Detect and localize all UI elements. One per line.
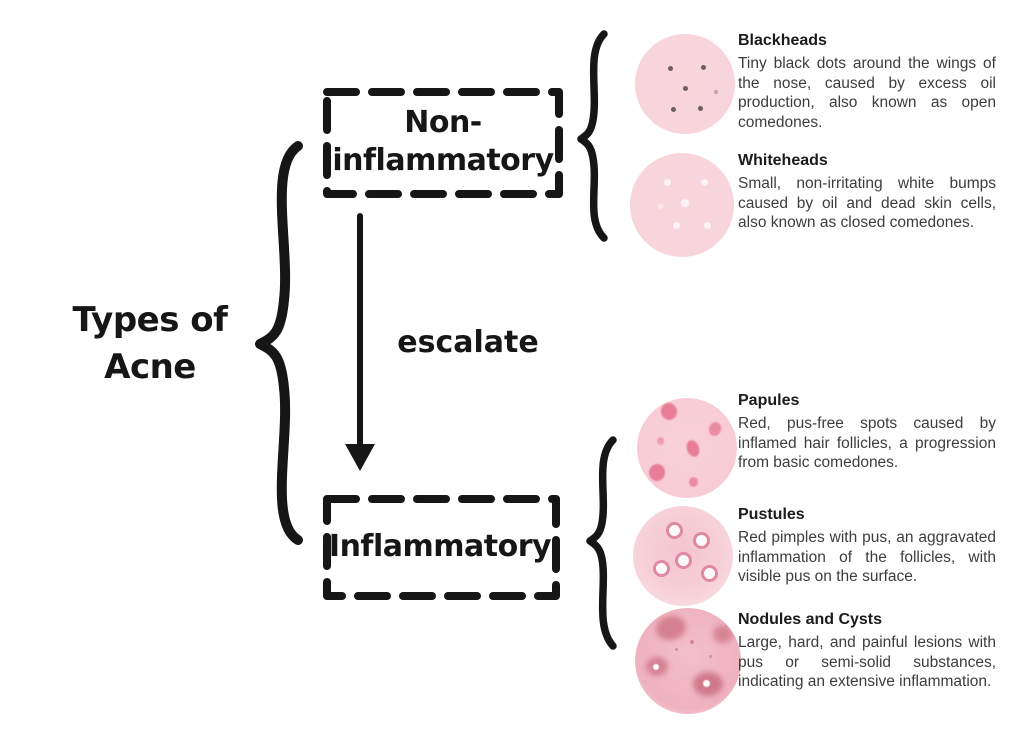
nodules-cysts-illustration-icon — [635, 608, 741, 714]
item-title: Papules — [738, 392, 800, 409]
item-description: Tiny black dots around the wings of the … — [738, 55, 996, 131]
lower-right-curly-brace-icon — [586, 436, 617, 650]
item-title: Whiteheads — [738, 152, 828, 169]
escalate-arrow-head-icon — [345, 444, 375, 471]
whiteheads-illustration-icon — [630, 153, 734, 257]
upper-right-curly-brace-icon — [577, 30, 608, 242]
item-title: Pustules — [738, 506, 805, 523]
item-title: Blackheads — [738, 32, 827, 49]
item-description: Red, pus-free spots caused by inflamed h… — [738, 415, 996, 471]
non-inflammatory-label: Non- inflammatory — [323, 104, 563, 180]
inflammatory-label: Inflammatory — [328, 529, 552, 564]
item-title: Nodules and Cysts — [738, 611, 883, 628]
papules-illustration-icon — [637, 398, 737, 498]
item-description: Small, non-irritating white bumps caused… — [738, 175, 996, 231]
escalate-label: escalate — [397, 325, 539, 360]
blackheads-illustration-icon — [635, 34, 735, 134]
page-title: Types of Acne — [52, 297, 248, 391]
item-description: Large, hard, and painful lesions with pu… — [738, 634, 996, 690]
item-description: Red pimples with pus, an aggravated infl… — [738, 529, 996, 585]
non-inflammatory-label-line1: Non- — [404, 105, 482, 140]
pustules-illustration-icon — [633, 506, 733, 606]
page-title-line1: Types of — [72, 300, 228, 340]
non-inflammatory-label-line2: inflammatory — [332, 143, 554, 178]
left-curly-brace-icon — [255, 141, 303, 545]
page-title-line2: Acne — [104, 347, 196, 387]
